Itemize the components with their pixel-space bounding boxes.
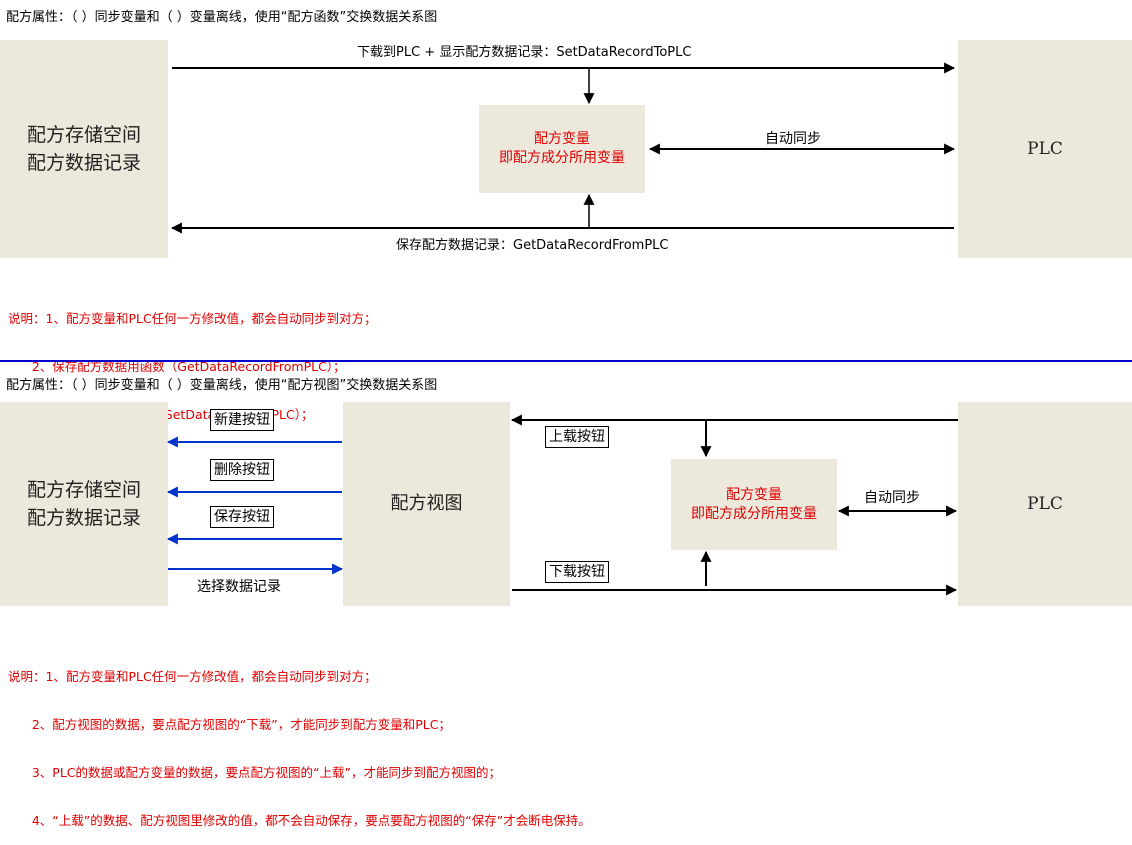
bottom-note-1: 说明：1、配方变量和PLC任何一方修改值，都会自动同步到对方； <box>8 669 377 684</box>
bottom-diagram-title: 配方属性：（ ）同步变量和（ ）变量离线，使用“配方视图”交换数据关系图 <box>6 378 438 393</box>
top-recipe-var-line2: 即配方成分所用变量 <box>499 150 625 166</box>
top-auto-sync-label: 自动同步 <box>765 131 821 147</box>
bottom-plc-label: PLC <box>1027 494 1063 514</box>
delete-button[interactable]: 删除按钮 <box>210 459 274 481</box>
recipe-view-box: 配方视图 <box>343 402 510 606</box>
bottom-auto-sync-label: 自动同步 <box>864 490 920 506</box>
bottom-recipe-storage-box: 配方存储空间 配方数据记录 <box>0 402 168 606</box>
top-storage-line2: 配方数据记录 <box>26 152 141 174</box>
save-button[interactable]: 保存按钮 <box>210 506 274 528</box>
top-download-label: 下载到PLC + 显示配方数据记录：SetDataRecordToPLC <box>357 45 692 60</box>
bottom-storage-line1: 配方存储空间 <box>26 479 141 501</box>
top-recipe-var-line1: 配方变量 <box>534 131 590 147</box>
top-save-label: 保存配方数据记录：GetDataRecordFromPLC <box>396 238 669 253</box>
bottom-plc-box: PLC <box>958 402 1132 606</box>
select-record-label: 选择数据记录 <box>197 579 281 595</box>
recipe-view-label: 配方视图 <box>390 493 463 514</box>
bottom-note-4: 4、“上载”的数据、配方视图里修改的值，都不会自动保存，要点要配方视图的“保存”… <box>8 813 591 828</box>
bottom-note-2: 2、配方视图的数据，要点配方视图的“下载”，才能同步到配方变量和PLC； <box>8 717 451 732</box>
top-diagram-title: 配方属性：（ ）同步变量和（ ）变量离线，使用“配方函数”交换数据关系图 <box>6 10 438 25</box>
top-note-2: 2、保存配方数据用函数（GetDataRecordFromPLC）； <box>8 359 346 374</box>
bottom-storage-line2: 配方数据记录 <box>26 507 141 529</box>
download-button[interactable]: 下载按钮 <box>545 561 609 583</box>
top-recipe-storage-box: 配方存储空间 配方数据记录 <box>0 40 168 258</box>
bottom-recipe-variable-box: 配方变量 即配方成分所用变量 <box>671 459 837 550</box>
bottom-notes: 说明：1、配方变量和PLC任何一方修改值，都会自动同步到对方； 2、配方视图的数… <box>8 637 591 845</box>
new-button[interactable]: 新建按钮 <box>210 409 274 431</box>
section-divider <box>0 360 1132 362</box>
top-plc-box: PLC <box>958 40 1132 258</box>
top-arrows <box>170 62 956 234</box>
bottom-note-3: 3、PLC的数据或配方变量的数据，要点配方视图的“上载”，才能同步到配方视图的； <box>8 765 501 780</box>
top-plc-label: PLC <box>1027 139 1063 159</box>
top-note-1: 说明：1、配方变量和PLC任何一方修改值，都会自动同步到对方； <box>8 311 377 326</box>
bottom-recipe-var-line1: 配方变量 <box>726 486 782 503</box>
upload-button[interactable]: 上载按钮 <box>545 426 609 448</box>
top-storage-line1: 配方存储空间 <box>26 124 141 146</box>
bottom-arrows <box>166 414 958 596</box>
top-recipe-variable-box: 配方变量 即配方成分所用变量 <box>479 105 645 193</box>
bottom-recipe-var-line2: 即配方成分所用变量 <box>691 505 817 522</box>
